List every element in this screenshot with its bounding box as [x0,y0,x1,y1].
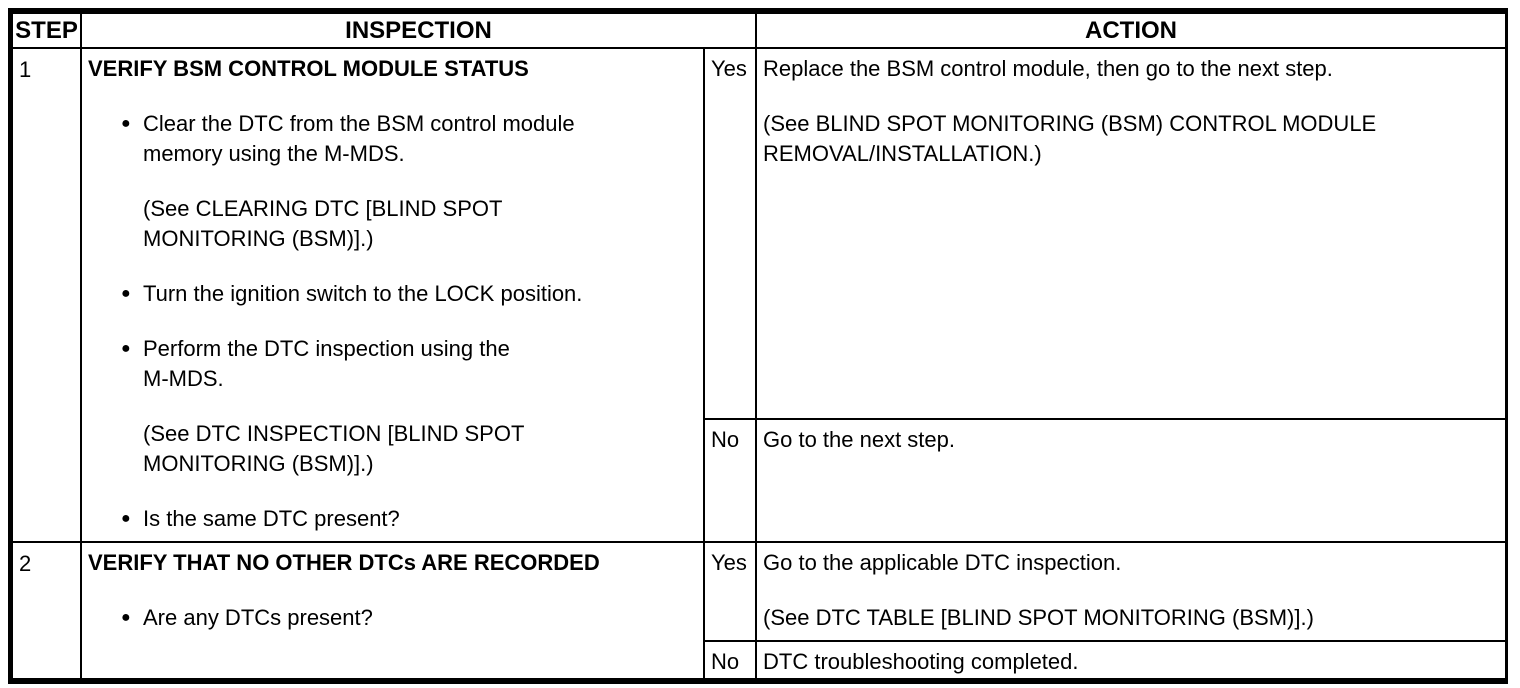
text-line: M-MDS. [143,366,224,391]
table-header-row: STEP INSPECTION ACTION [13,14,1505,49]
answer-cell: No [705,420,757,541]
step-number-cell: 1 [13,49,82,541]
answer-cell: No [705,642,757,678]
action-text-cell: Go to the applicable DTC inspection. (See… [757,543,1505,640]
answer-cell: Yes [705,543,757,640]
bullet-item: ● Are any DTCs present? [88,603,703,633]
action-paragraph: Go to the next step. [763,425,1505,455]
text-line: (See BLIND SPOT MONITORING (BSM) CONTROL… [763,111,1377,136]
header-step: STEP [13,14,82,47]
text-line: Clear the DTC from the BSM control modul… [143,111,575,136]
text-line: REMOVAL/INSTALLATION.) [763,141,1042,166]
action-text-cell: Replace the BSM control module, then go … [757,49,1505,418]
inspection-cell: VERIFY BSM CONTROL MODULE STATUS ● Clear t… [82,49,705,541]
action-paragraph: DTC troubleshooting completed. [763,647,1505,677]
reference-note: (See DTC INSPECTION [BLIND SPOT MONITORIN… [88,419,703,479]
text-line: MONITORING (BSM)].) [143,226,374,251]
header-action: ACTION [1085,16,1177,44]
bullet-icon: ● [121,285,131,302]
bullet-item: ● Clear the DTC from the BSM control modu… [88,109,703,169]
text-line: MONITORING (BSM)].) [143,451,374,476]
step-number-cell: 2 [13,543,82,678]
text-line: Turn the ignition switch to the LOCK pos… [143,281,583,306]
text-line: (See DTC INSPECTION [BLIND SPOT [143,421,525,446]
action-paragraph: Go to the applicable DTC inspection. [763,548,1505,578]
action-paragraph: (See BLIND SPOT MONITORING (BSM) CONTROL… [763,109,1505,169]
action-text-cell: DTC troubleshooting completed. [757,642,1505,678]
text-line: Replace the BSM control module, then go … [763,56,1333,81]
answer-cell: Yes [705,49,757,418]
text-line: Go to the next step. [763,427,956,452]
action-paragraph: (See DTC TABLE [BLIND SPOT MONITORING (B… [763,603,1505,633]
inspection-title: VERIFY THAT NO OTHER DTCs ARE RECORDED [88,550,600,575]
text-line: memory using the M-MDS. [143,141,405,166]
text-line: (See DTC TABLE [BLIND SPOT MONITORING (B… [763,605,1314,630]
action-paragraph: Replace the BSM control module, then go … [763,54,1505,84]
bullet-item: ● Is the same DTC present? [88,504,703,534]
bullet-icon: ● [121,340,131,357]
text-line: (See CLEARING DTC [BLIND SPOT [143,196,503,221]
text-line: Is the same DTC present? [143,506,400,531]
bullet-icon: ● [121,609,131,626]
header-inspection: INSPECTION [82,14,757,47]
text-line: Are any DTCs present? [143,605,373,630]
text-line: DTC troubleshooting completed. [763,649,1079,674]
bullet-icon: ● [121,510,131,527]
bullet-item: ● Turn the ignition switch to the LOCK po… [88,279,703,309]
text-line: Go to the applicable DTC inspection. [763,550,1122,575]
text-line: Perform the DTC inspection using the [143,336,510,361]
action-text-cell: Go to the next step. [757,420,1505,541]
bullet-icon: ● [121,115,131,132]
inspection-title: VERIFY BSM CONTROL MODULE STATUS [88,56,529,81]
reference-note: (See CLEARING DTC [BLIND SPOT MONITORING … [88,194,703,254]
inspection-cell: VERIFY THAT NO OTHER DTCs ARE RECORDED ● A… [82,543,705,678]
